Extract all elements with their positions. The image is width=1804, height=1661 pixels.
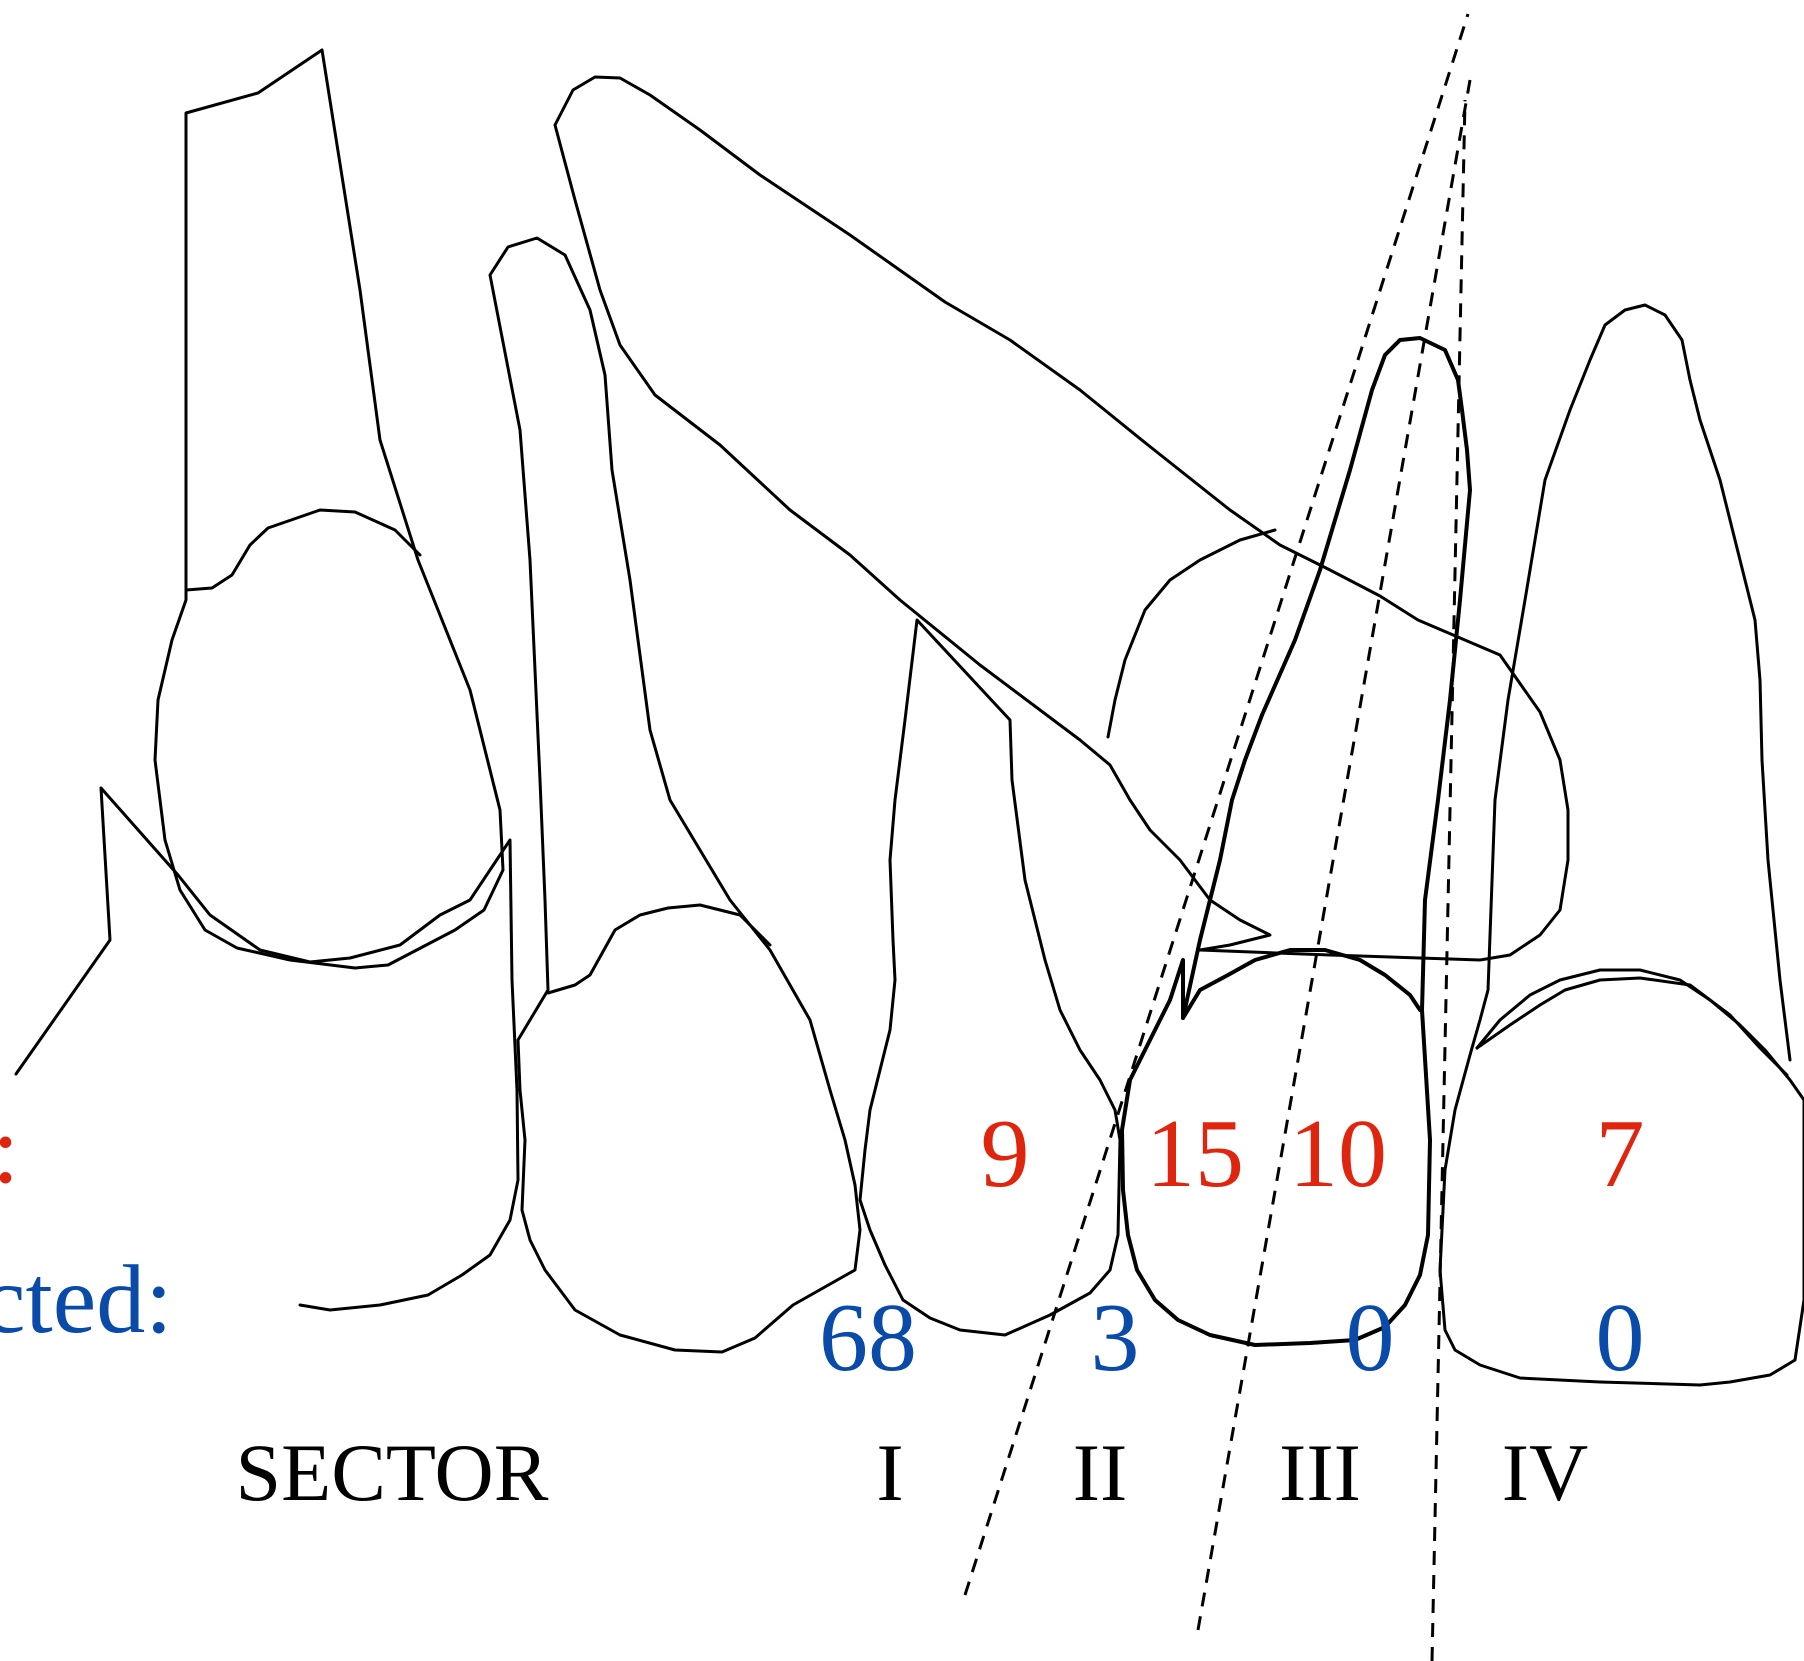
tooth-outlines [14,48,1804,1387]
tooth-5 [858,618,1122,1337]
sector-labels: SECTOR I II III IV [236,1427,1589,1518]
tooth-6-crown-left [1106,528,1277,739]
tooth-8 [1438,303,1804,1387]
middle-row-label: cted: [0,1246,172,1354]
tooth-7-central [1120,336,1472,1347]
tooth-2-fragment [14,786,520,1312]
top-value-sector-3: 10 [1289,1100,1387,1208]
top-value-sector-1: 9 [981,1100,1030,1208]
top-value-sector-4: 7 [1596,1100,1645,1208]
tooth-1-crown [184,508,422,592]
tooth-8-crown-line [1475,976,1789,1077]
sector-label-3: III [1279,1427,1361,1518]
middle-row-values: 68 3 0 0 [819,1284,1645,1392]
middle-value-sector-3: 0 [1346,1284,1395,1392]
sector-label-4: IV [1502,1427,1589,1518]
middle-value-sector-1: 68 [819,1284,917,1392]
tooth-7-crown-line [1181,948,1422,1020]
middle-value-sector-2: 3 [1091,1284,1140,1392]
sector-label-1: I [876,1427,903,1518]
tooth-3-crown [546,903,772,995]
divider-line-1 [963,13,1470,1596]
top-row-values: 9 15 10 7 [981,1100,1645,1208]
tooth-1-root [153,48,505,970]
top-row-label: : [0,1096,19,1204]
sector-label-2: II [1073,1427,1128,1518]
sector-title: SECTOR [236,1427,549,1518]
divider-line-3 [1430,99,1467,1661]
top-value-sector-2: 15 [1146,1100,1244,1208]
middle-value-sector-4: 0 [1596,1284,1645,1392]
tooth-3 [488,236,862,1354]
sector-dividers [963,13,1472,1661]
tooth-4-impacted [553,75,1570,962]
